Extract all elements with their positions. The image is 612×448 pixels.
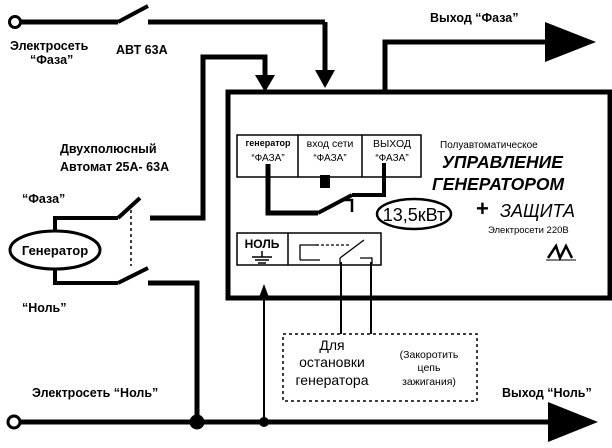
mains-neutral-terminal [6, 414, 22, 430]
generator-label: Генератор [22, 243, 88, 258]
two-pole-breaker-bottom-switch [117, 266, 149, 285]
power-rating-badge [375, 197, 453, 231]
generator-neutral-wire [148, 280, 200, 422]
generator-phase-label: “Фаза” [22, 192, 65, 206]
mains-phase-line [8, 15, 118, 29]
stop-generator-box [282, 333, 478, 402]
generator-phase-wire [150, 54, 268, 221]
terminal-generator-label-1: генератор [246, 138, 291, 148]
power-rating: 13,5кВт [383, 205, 446, 225]
ground-icon [252, 251, 272, 264]
mains-phase-label-1: Электросеть [10, 39, 89, 53]
neutral-input-arrow [258, 284, 270, 300]
mains-voltage-label: Электросети 220В [488, 225, 569, 236]
stop-label-3: генератора [296, 372, 369, 388]
mains-neutral-label: Электросеть “Ноль” [32, 386, 158, 400]
terminal-mains-label-1: вход сети [307, 138, 354, 150]
device-title-line1: УПРАВЛЕНИЕ [442, 152, 564, 172]
stop-note-1: (Закоротить [400, 349, 459, 361]
device-subtitle: Полуавтоматическое [440, 140, 538, 151]
main-breaker-switch [117, 4, 325, 25]
generator-input-arrow [255, 75, 275, 92]
terminal-output-label-1: ВЫХОД [373, 138, 411, 150]
logo-icon [546, 243, 576, 262]
output-neutral-label: Выход “Ноль” [502, 386, 592, 400]
two-pole-breaker-label-1: Двухполюсный [60, 142, 157, 156]
generator-neutral-label: “Ноль” [22, 301, 66, 315]
stop-label-2: остановки [299, 354, 365, 370]
stop-note-3: зажигания) [402, 376, 456, 388]
neutral-junction-2 [259, 417, 269, 427]
stop-note-2: цепь [418, 362, 441, 374]
generator-phase-lead [53, 216, 118, 232]
mains-input-arrow [315, 70, 335, 88]
terminal-generator-label-2: “ФАЗА” [251, 153, 284, 164]
output-phase-label: Выход “Фаза” [430, 11, 519, 25]
device-title-line2: ГЕНЕРАТОРОМ [432, 174, 565, 194]
terminal-mains-label-2: “ФАЗА” [313, 153, 346, 164]
relay-contact-icon [299, 239, 373, 264]
device-title-line3: ЗАЩИТА [500, 201, 575, 221]
output-neutral-arrow [548, 402, 598, 442]
device-box [225, 89, 612, 301]
two-pole-breaker-label-2: Автомат 25А- 63А [60, 160, 169, 174]
neutral-terminal-label: НОЛЬ [245, 237, 280, 251]
two-pole-breaker-top-switch [116, 196, 142, 220]
generator-neutral-lead [53, 268, 118, 285]
internal-transfer-switch [265, 163, 386, 216]
device-plus: + [476, 196, 489, 221]
generator-symbol [8, 229, 102, 271]
main-breaker-label: АВТ 63А [116, 43, 168, 57]
mains-phase-label-2: “Фаза” [30, 53, 73, 67]
neutral-junction-1 [189, 414, 205, 430]
output-phase-arrow [545, 22, 596, 62]
terminal-output-label-2: “ФАЗА” [375, 153, 408, 164]
stop-label-1: Для [319, 337, 344, 353]
output-phase-wire [382, 39, 545, 92]
